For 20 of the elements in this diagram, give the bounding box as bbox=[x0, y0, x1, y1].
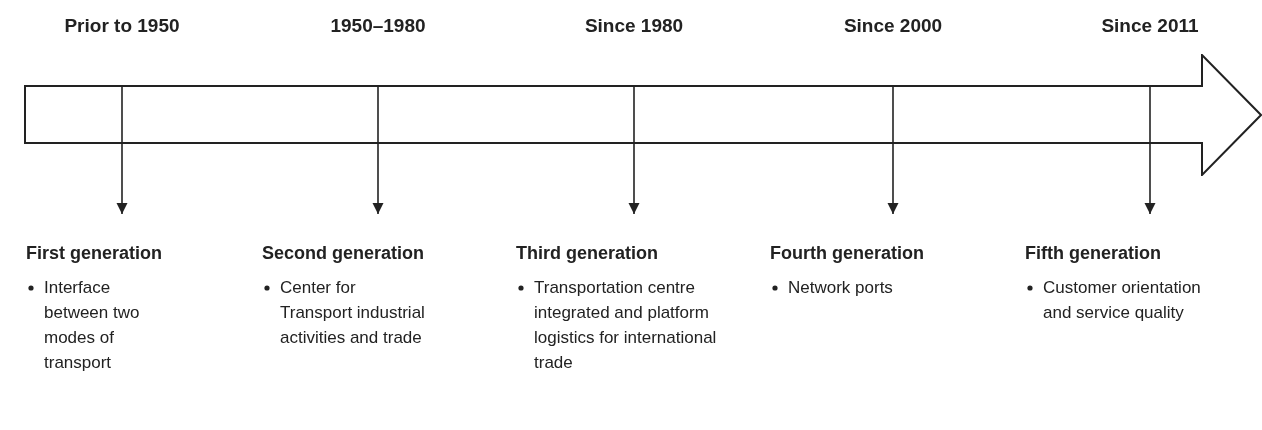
arrow bbox=[628, 85, 640, 215]
year-label: Prior to 1950 bbox=[64, 14, 180, 38]
generation-heading: Fifth generation bbox=[1025, 242, 1162, 265]
generation-heading: Fourth generation bbox=[770, 242, 925, 265]
year-label: Since 1980 bbox=[584, 14, 684, 38]
generation-heading: Third generation bbox=[516, 242, 659, 265]
year-label: Since 2000 bbox=[843, 14, 943, 38]
arrow bbox=[887, 85, 899, 215]
arrow bbox=[116, 85, 128, 215]
description-text: Network ports bbox=[788, 277, 894, 299]
generation-heading: First generation bbox=[26, 242, 164, 265]
arrow bbox=[1144, 85, 1156, 215]
description-text: Center for Transport industrial activities and trade bbox=[280, 277, 426, 349]
arrow bbox=[372, 85, 384, 215]
year-label: 1950–1980 bbox=[330, 14, 426, 38]
description-text: Customer orientation and service quality bbox=[1043, 277, 1202, 324]
description-text: Interface between two modes of transport bbox=[44, 277, 141, 374]
description-text: Transportation centre integrated and platform logistics for international trade bbox=[534, 277, 718, 374]
generation-heading: Second generation bbox=[262, 242, 426, 265]
year-label: Since 2011 bbox=[1101, 14, 1199, 38]
